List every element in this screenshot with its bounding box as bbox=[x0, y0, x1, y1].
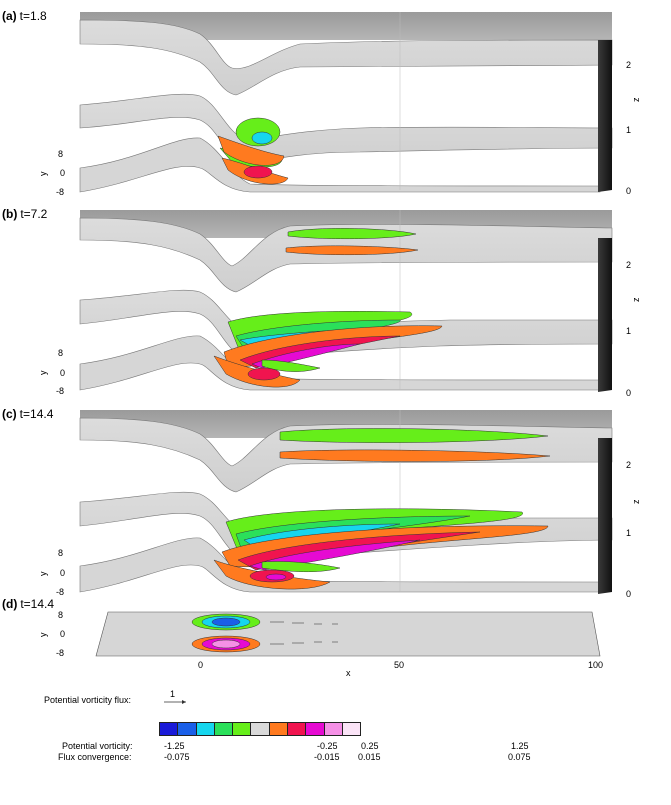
panel-c-z-tick-1: 1 bbox=[626, 528, 631, 538]
panel-c-y-label: y bbox=[38, 571, 48, 576]
panel-a-label: (a)t=1.8 bbox=[2, 9, 47, 23]
pv-value-0: -1.25 bbox=[164, 741, 185, 751]
panel-b-y-tick-8: 8 bbox=[58, 348, 63, 358]
colorbar-swatch bbox=[195, 722, 215, 736]
fc-value-2: 0.015 bbox=[358, 752, 381, 762]
fc-label: Flux convergence: bbox=[58, 752, 132, 762]
panel-a-3d: 2 1 0 z 8 0 -8 y bbox=[38, 12, 641, 197]
flux-legend-scale: 1 bbox=[170, 689, 175, 699]
pv-value-1: -0.25 bbox=[317, 741, 338, 751]
panel-d-blue-core bbox=[211, 617, 241, 627]
colorbar bbox=[159, 722, 362, 736]
colorbar-swatch bbox=[159, 722, 179, 736]
panel-b-3d: 2 1 0 z 8 0 -8 y bbox=[38, 210, 641, 398]
flux-legend-arrowhead bbox=[182, 700, 186, 704]
panel-c-z-tick-0: 0 bbox=[626, 589, 631, 599]
pv-label: Potential vorticity: bbox=[62, 741, 133, 751]
panel-b-low-green bbox=[261, 359, 321, 372]
panel-a-z-tick-1: 1 bbox=[626, 125, 631, 135]
colorbar-swatch bbox=[287, 722, 307, 736]
panel-a-y-tick-0: 0 bbox=[60, 168, 65, 178]
panel-c-3d: 2 1 0 z 8 0 -8 y bbox=[38, 410, 641, 599]
panel-d-plane bbox=[95, 611, 601, 657]
panel-a-y-label: y bbox=[38, 171, 48, 176]
panel-d-y-tick-0: 0 bbox=[60, 629, 65, 639]
panel-c-y-tick-8: 8 bbox=[58, 548, 63, 558]
panel-d-y-tick-8: 8 bbox=[58, 610, 63, 620]
panel-c-y-tick-minus8: -8 bbox=[56, 587, 64, 597]
panel-b-y-tick-minus8: -8 bbox=[56, 386, 64, 396]
panel-c-y-tick-0: 0 bbox=[60, 568, 65, 578]
panel-c-upper-green bbox=[279, 428, 549, 443]
panel-b-upper-orange bbox=[285, 245, 419, 256]
panel-b-upper-green bbox=[287, 228, 417, 240]
flux-legend-label: Potential vorticity flux: bbox=[44, 695, 131, 705]
panel-b-low-red bbox=[247, 367, 281, 381]
pv-value-2: 0.25 bbox=[361, 741, 379, 751]
panel-a-red-core bbox=[243, 165, 273, 179]
colorbar-swatch bbox=[305, 722, 325, 736]
pv-value-3: 1.25 bbox=[511, 741, 529, 751]
panel-d-plan: 8 0 -8 y 0 50 100 x bbox=[38, 610, 603, 678]
panel-d-y-tick-minus8: -8 bbox=[56, 648, 64, 658]
panel-b-y-label: y bbox=[38, 370, 48, 375]
panel-a-y-tick-minus8: -8 bbox=[56, 187, 64, 197]
panel-a-z-label: z bbox=[631, 97, 641, 102]
panel-b-z-tick-0: 0 bbox=[626, 388, 631, 398]
panel-c-wall bbox=[598, 438, 612, 594]
panel-b-z-label: z bbox=[631, 297, 641, 302]
panel-a-y-tick-8: 8 bbox=[58, 149, 63, 159]
x-tick-0: 0 bbox=[198, 660, 203, 670]
colorbar-swatch bbox=[323, 722, 343, 736]
colorbar-swatch bbox=[232, 722, 252, 736]
colorbar-swatch bbox=[177, 722, 197, 736]
panel-b-z-tick-2: 2 bbox=[626, 260, 631, 270]
x-tick-100: 100 bbox=[588, 660, 603, 670]
colorbar-swatch bbox=[268, 722, 289, 736]
x-tick-50: 50 bbox=[394, 660, 404, 670]
panel-d-y-label: y bbox=[38, 632, 48, 637]
fc-value-1: -0.015 bbox=[314, 752, 340, 762]
panel-a-orange-lobe bbox=[217, 135, 285, 166]
panel-a-wall bbox=[598, 40, 612, 192]
panel-a-top-face bbox=[80, 12, 612, 40]
panel-d-pink-core bbox=[211, 639, 241, 649]
panel-d-label: (d)t=14.4 bbox=[2, 597, 54, 611]
panel-b-label: (b)t=7.2 bbox=[2, 207, 48, 221]
panel-c-label: (c)t=14.4 bbox=[2, 407, 54, 421]
panel-c-upper-orange bbox=[279, 449, 551, 462]
panel-c-low-green bbox=[261, 561, 341, 573]
fc-value-0: -0.075 bbox=[164, 752, 190, 762]
x-axis-label: x bbox=[346, 668, 351, 678]
colorbar-swatch bbox=[250, 722, 270, 736]
colorbar-swatch bbox=[341, 722, 362, 736]
panel-b-y-tick-0: 0 bbox=[60, 368, 65, 378]
panel-c-low-magenta bbox=[265, 573, 287, 581]
panel-b-wall bbox=[598, 238, 612, 392]
panel-a-z-tick-2: 2 bbox=[626, 60, 631, 70]
panel-a-cyan-core bbox=[251, 131, 273, 145]
panel-d-flux-arrows bbox=[270, 621, 338, 645]
panel-c-z-tick-2: 2 bbox=[626, 460, 631, 470]
panel-c-z-label: z bbox=[631, 499, 641, 504]
panel-b-z-tick-1: 1 bbox=[626, 326, 631, 336]
panel-a-z-tick-0: 0 bbox=[626, 186, 631, 196]
colorbar-swatch bbox=[213, 722, 234, 736]
fc-value-3: 0.075 bbox=[508, 752, 531, 762]
